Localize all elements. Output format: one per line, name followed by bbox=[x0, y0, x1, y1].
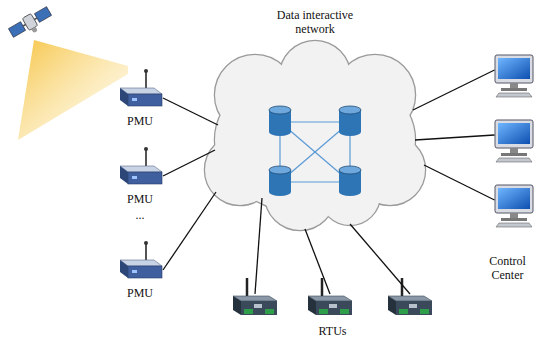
network-cloud: Data interactive network bbox=[200, 5, 430, 235]
network-link bbox=[163, 192, 216, 270]
satellite bbox=[7, 5, 54, 43]
node-label: RTUs bbox=[319, 324, 347, 338]
pmu-device bbox=[120, 147, 162, 184]
database-icon bbox=[269, 106, 291, 136]
rtu-device bbox=[233, 278, 277, 315]
computer-icon bbox=[495, 185, 533, 227]
network-link bbox=[415, 135, 495, 140]
computer-icon bbox=[495, 55, 533, 97]
network-link bbox=[350, 224, 410, 294]
computer-icon bbox=[495, 120, 533, 162]
node-label: PMU bbox=[127, 286, 153, 300]
rtu-device bbox=[388, 278, 432, 315]
pmu-node: PMU bbox=[108, 146, 172, 208]
node-label: Data interactive network bbox=[260, 8, 370, 36]
database-icon bbox=[269, 166, 291, 196]
pmu-node: PMU bbox=[108, 240, 172, 302]
node-label: PMU bbox=[127, 192, 153, 206]
network-link bbox=[163, 150, 215, 176]
rtu-device bbox=[308, 278, 352, 315]
network-link bbox=[305, 229, 330, 294]
network-link bbox=[424, 165, 495, 200]
ellipsis-label: ... bbox=[120, 208, 160, 222]
cloud bbox=[205, 41, 425, 230]
node-label: PMU bbox=[127, 114, 153, 128]
database-icon bbox=[339, 166, 361, 196]
database-icon bbox=[339, 106, 361, 136]
network-link bbox=[163, 98, 218, 125]
network-link bbox=[413, 70, 495, 110]
pmu-node: PMU bbox=[108, 68, 172, 130]
network-link bbox=[255, 198, 262, 294]
signal-beam bbox=[18, 40, 128, 140]
pmu-device bbox=[120, 241, 162, 278]
pmu-device bbox=[120, 69, 162, 106]
control-center: Control Center bbox=[478, 40, 538, 290]
rtu-group: RTUs bbox=[220, 276, 445, 340]
node-label: Control Center bbox=[480, 254, 536, 282]
